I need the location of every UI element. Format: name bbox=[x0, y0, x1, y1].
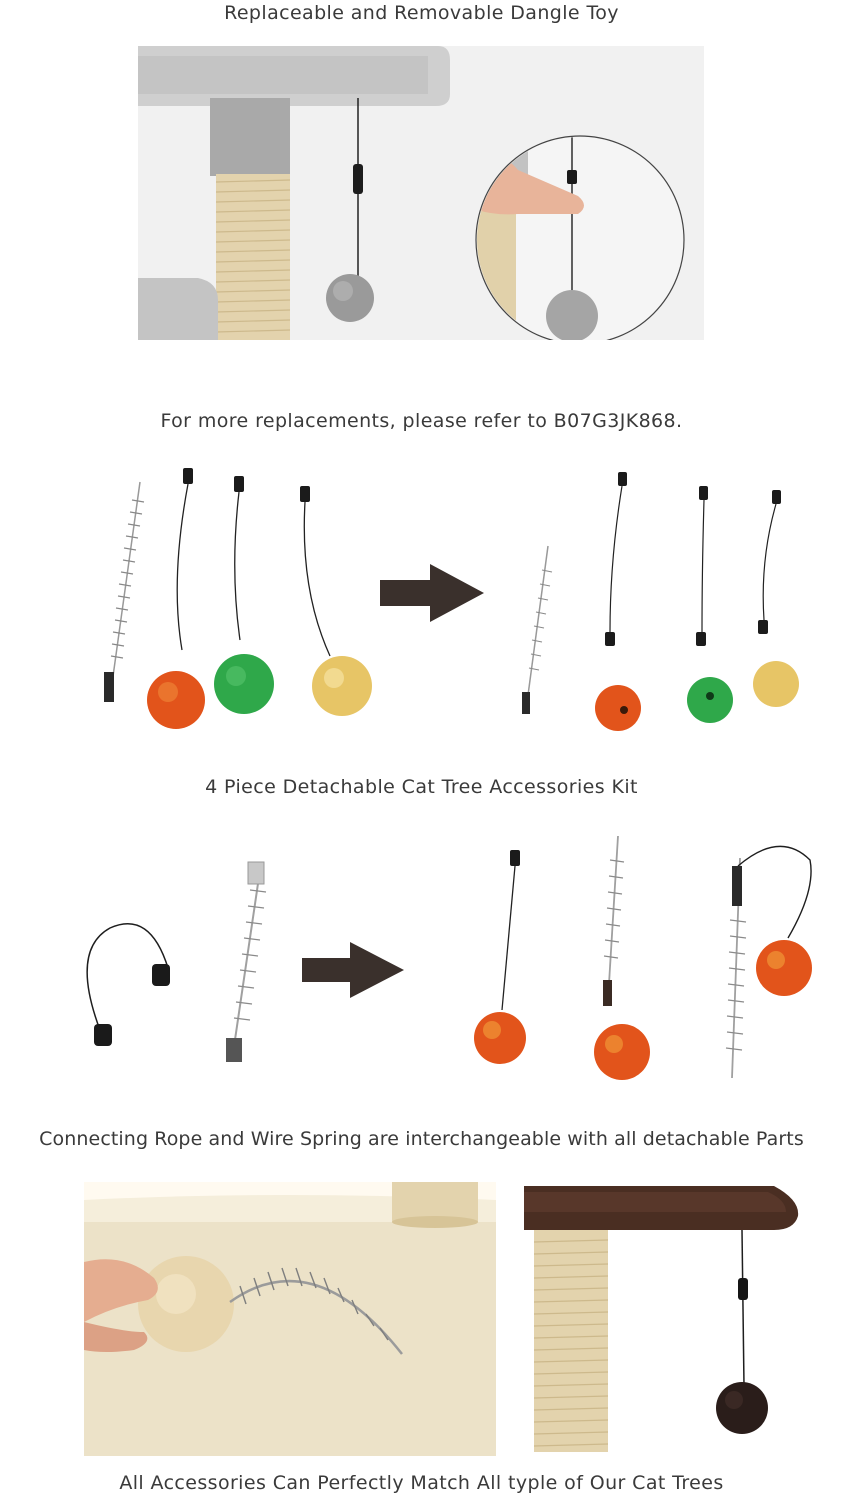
replacement-parts-illustration bbox=[90, 460, 810, 740]
caption-kit: 4 Piece Detachable Cat Tree Accessories … bbox=[205, 776, 638, 798]
caption-replacements: For more replacements, please refer to B… bbox=[160, 410, 683, 432]
caption-match: All Accessories Can Perfectly Match All … bbox=[119, 1472, 724, 1494]
spring-toy-photo bbox=[84, 1182, 496, 1456]
wire-spring-icon bbox=[104, 481, 145, 702]
accessories-kit-illustration bbox=[70, 830, 830, 1090]
arrow-right-icon bbox=[380, 564, 484, 622]
caption-dangle-toy: Replaceable and Removable Dangle Toy bbox=[224, 2, 619, 24]
brown-cat-tree-photo bbox=[524, 1186, 802, 1452]
arrow-right-icon bbox=[302, 942, 404, 998]
caption-interchangeable: Connecting Rope and Wire Spring are inte… bbox=[39, 1128, 804, 1150]
dangle-toy-photo bbox=[138, 46, 704, 340]
